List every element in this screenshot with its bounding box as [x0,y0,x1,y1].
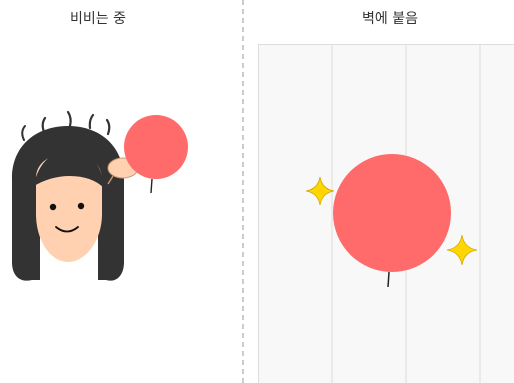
hair-bangs [34,150,104,188]
sparkle-icon [446,234,478,266]
balloon-body [333,154,451,272]
left-panel-caption: 비비는 중 [70,11,126,27]
balloon-string [150,178,153,194]
right-eye [77,202,85,210]
balloon-string [387,271,390,288]
hair-strand [88,113,95,130]
hair-strand [66,110,72,128]
balloon-rubbing [124,115,188,194]
hand-stroke [107,175,114,185]
balloon-on-wall [333,154,451,288]
left-eye [49,203,57,211]
smile [55,226,79,233]
hair-strand [21,125,26,141]
balloon-body [124,115,188,179]
sparkle-icon [305,176,335,206]
hair-strand [105,118,111,136]
hair-strand [41,116,47,134]
right-panel-caption: 벽에 붙음 [362,11,418,27]
girl-figure [12,110,139,281]
face [36,156,102,262]
